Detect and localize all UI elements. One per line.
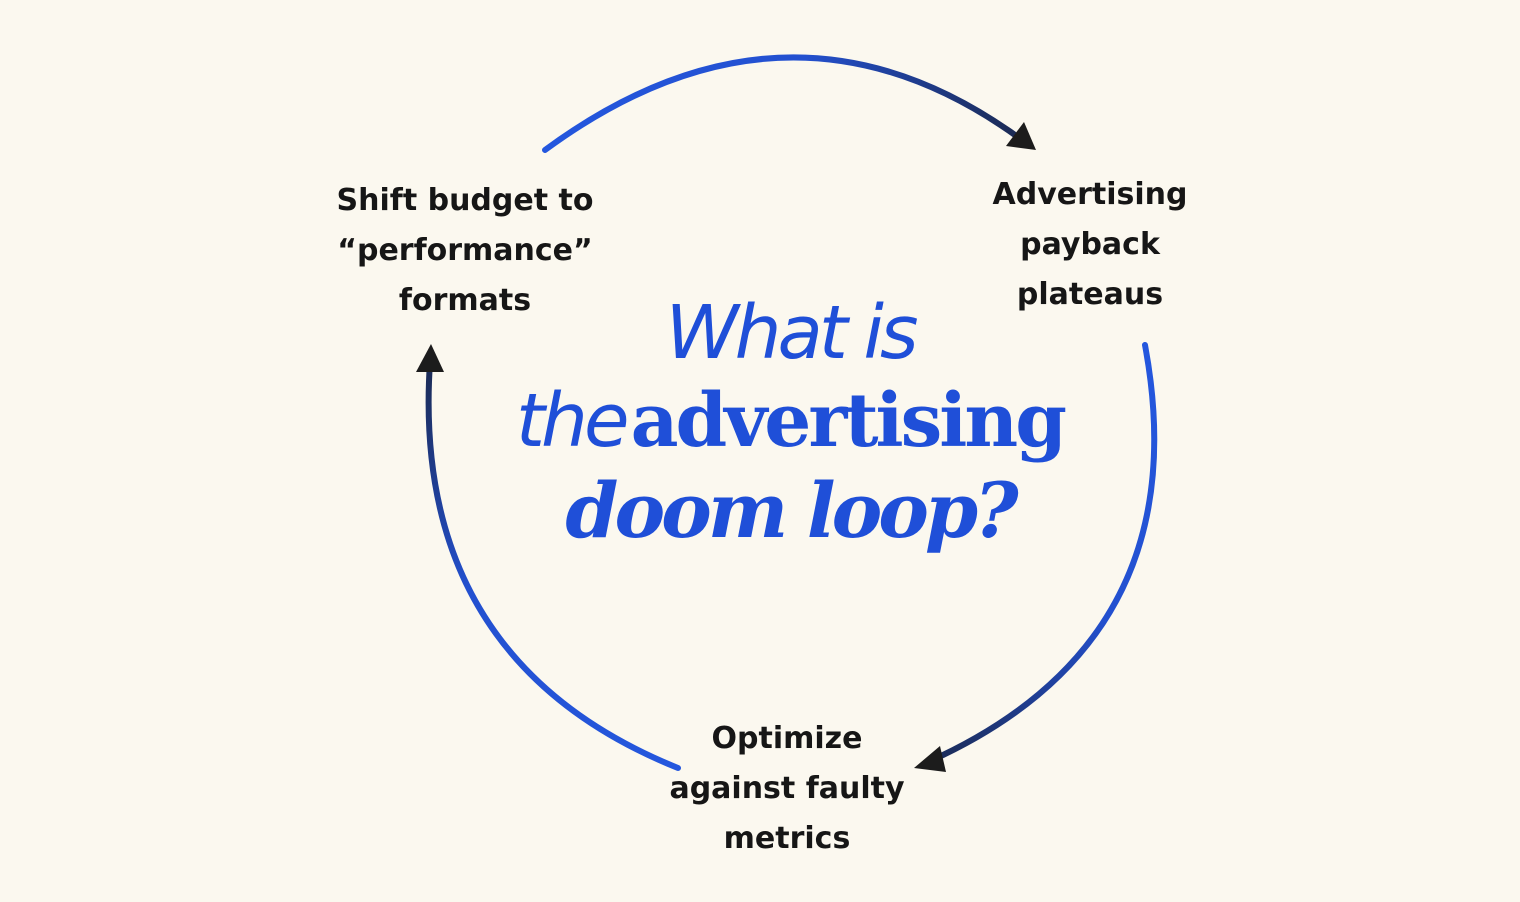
title-line-advertising: the advertising [470, 376, 1110, 466]
step-shift-budget-line-1: Shift budget to [336, 183, 594, 218]
step-shift-budget: Shift budget to “performance” formats [315, 176, 615, 326]
arc-top [542, 54, 1025, 153]
arrowhead-icon [1006, 122, 1036, 150]
arc-left [425, 359, 681, 771]
step-shift-budget-line-3: formats [398, 283, 532, 318]
arrowhead-icon [416, 344, 444, 372]
step-shift-budget-line-2: “performance” [337, 233, 593, 268]
step-payback-line-3: plateaus [1016, 277, 1164, 312]
title-line-doom-loop: doom loop? [565, 466, 1018, 555]
step-optimize-line-1: Optimize [711, 721, 863, 756]
title-word-advertising: advertising [630, 378, 1067, 464]
step-payback-line-1: Advertising [992, 177, 1188, 212]
step-payback-line-2: payback [1020, 227, 1160, 262]
step-payback-plateaus: Advertising payback plateaus [965, 170, 1215, 320]
arrowhead-icon [914, 746, 946, 772]
title-word-the: the [516, 378, 629, 464]
arc-right [925, 342, 1158, 765]
step-optimize-line-2: against faulty [669, 771, 905, 806]
center-title: What is the advertising doom loop? [470, 290, 1110, 556]
step-optimize-metrics: Optimize against faulty metrics [637, 714, 937, 864]
step-optimize-line-3: metrics [723, 821, 851, 856]
title-line-what-is: What is [665, 290, 918, 376]
